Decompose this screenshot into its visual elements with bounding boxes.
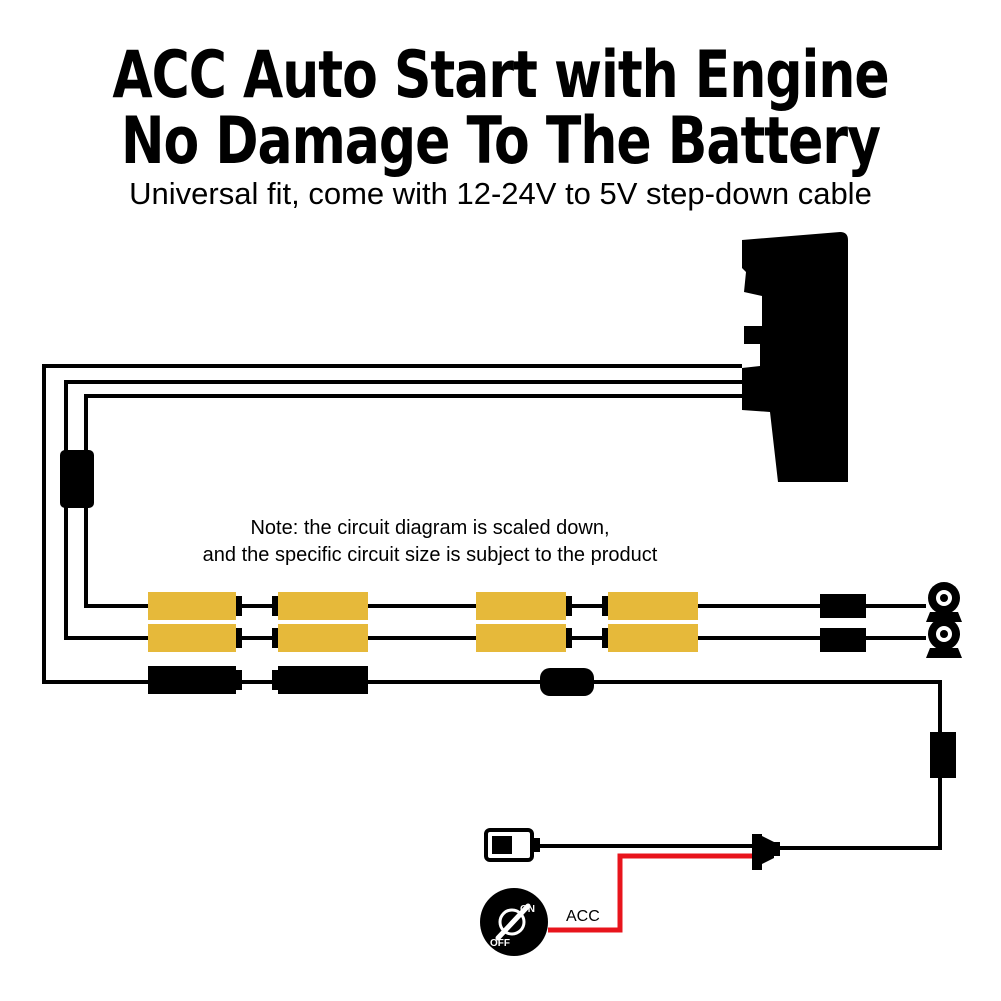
camera-icon	[926, 582, 962, 622]
cable-middle	[64, 380, 742, 640]
title-line-2: No Damage To The Battery	[121, 104, 881, 179]
inline-fuse	[540, 668, 594, 696]
junction-connector	[752, 834, 780, 870]
extension-connector	[608, 624, 698, 652]
inline-connector	[820, 594, 866, 618]
note-line-1: Note: the circuit diagram is scaled down…	[250, 517, 610, 539]
extension-connector	[476, 592, 566, 620]
acc-wire	[548, 853, 752, 933]
ignition-switch-icon: ON OFF	[480, 888, 548, 956]
cable-inner	[84, 394, 742, 608]
cable-outer	[42, 364, 742, 684]
step-down-converter	[930, 732, 956, 778]
inline-connector	[820, 628, 866, 652]
extension-connector	[476, 624, 566, 652]
switch-off-label: OFF	[490, 938, 510, 949]
extension-connector	[278, 624, 368, 652]
extension-connector	[148, 624, 236, 652]
acc-label: ACC	[566, 908, 600, 925]
connector-row-bottom	[148, 666, 368, 694]
note-line-2: and the specific circuit size is subject…	[202, 544, 658, 566]
title-line-1: ACC Auto Start with Engine	[112, 38, 889, 113]
dash-cam-unit	[742, 232, 848, 482]
extension-connector	[608, 592, 698, 620]
extension-connector	[148, 592, 236, 620]
connector-row-middle	[148, 624, 698, 652]
connector-row-top	[148, 592, 698, 620]
power-connector	[148, 666, 236, 694]
switch-on-label: ON	[520, 904, 535, 915]
power-connector	[278, 666, 368, 694]
camera-icon	[926, 618, 962, 658]
subtitle: Universal fit, come with 12-24V to 5V st…	[129, 176, 872, 211]
battery-icon	[484, 828, 540, 862]
inline-ferrite	[60, 450, 94, 508]
extension-connector	[278, 592, 368, 620]
